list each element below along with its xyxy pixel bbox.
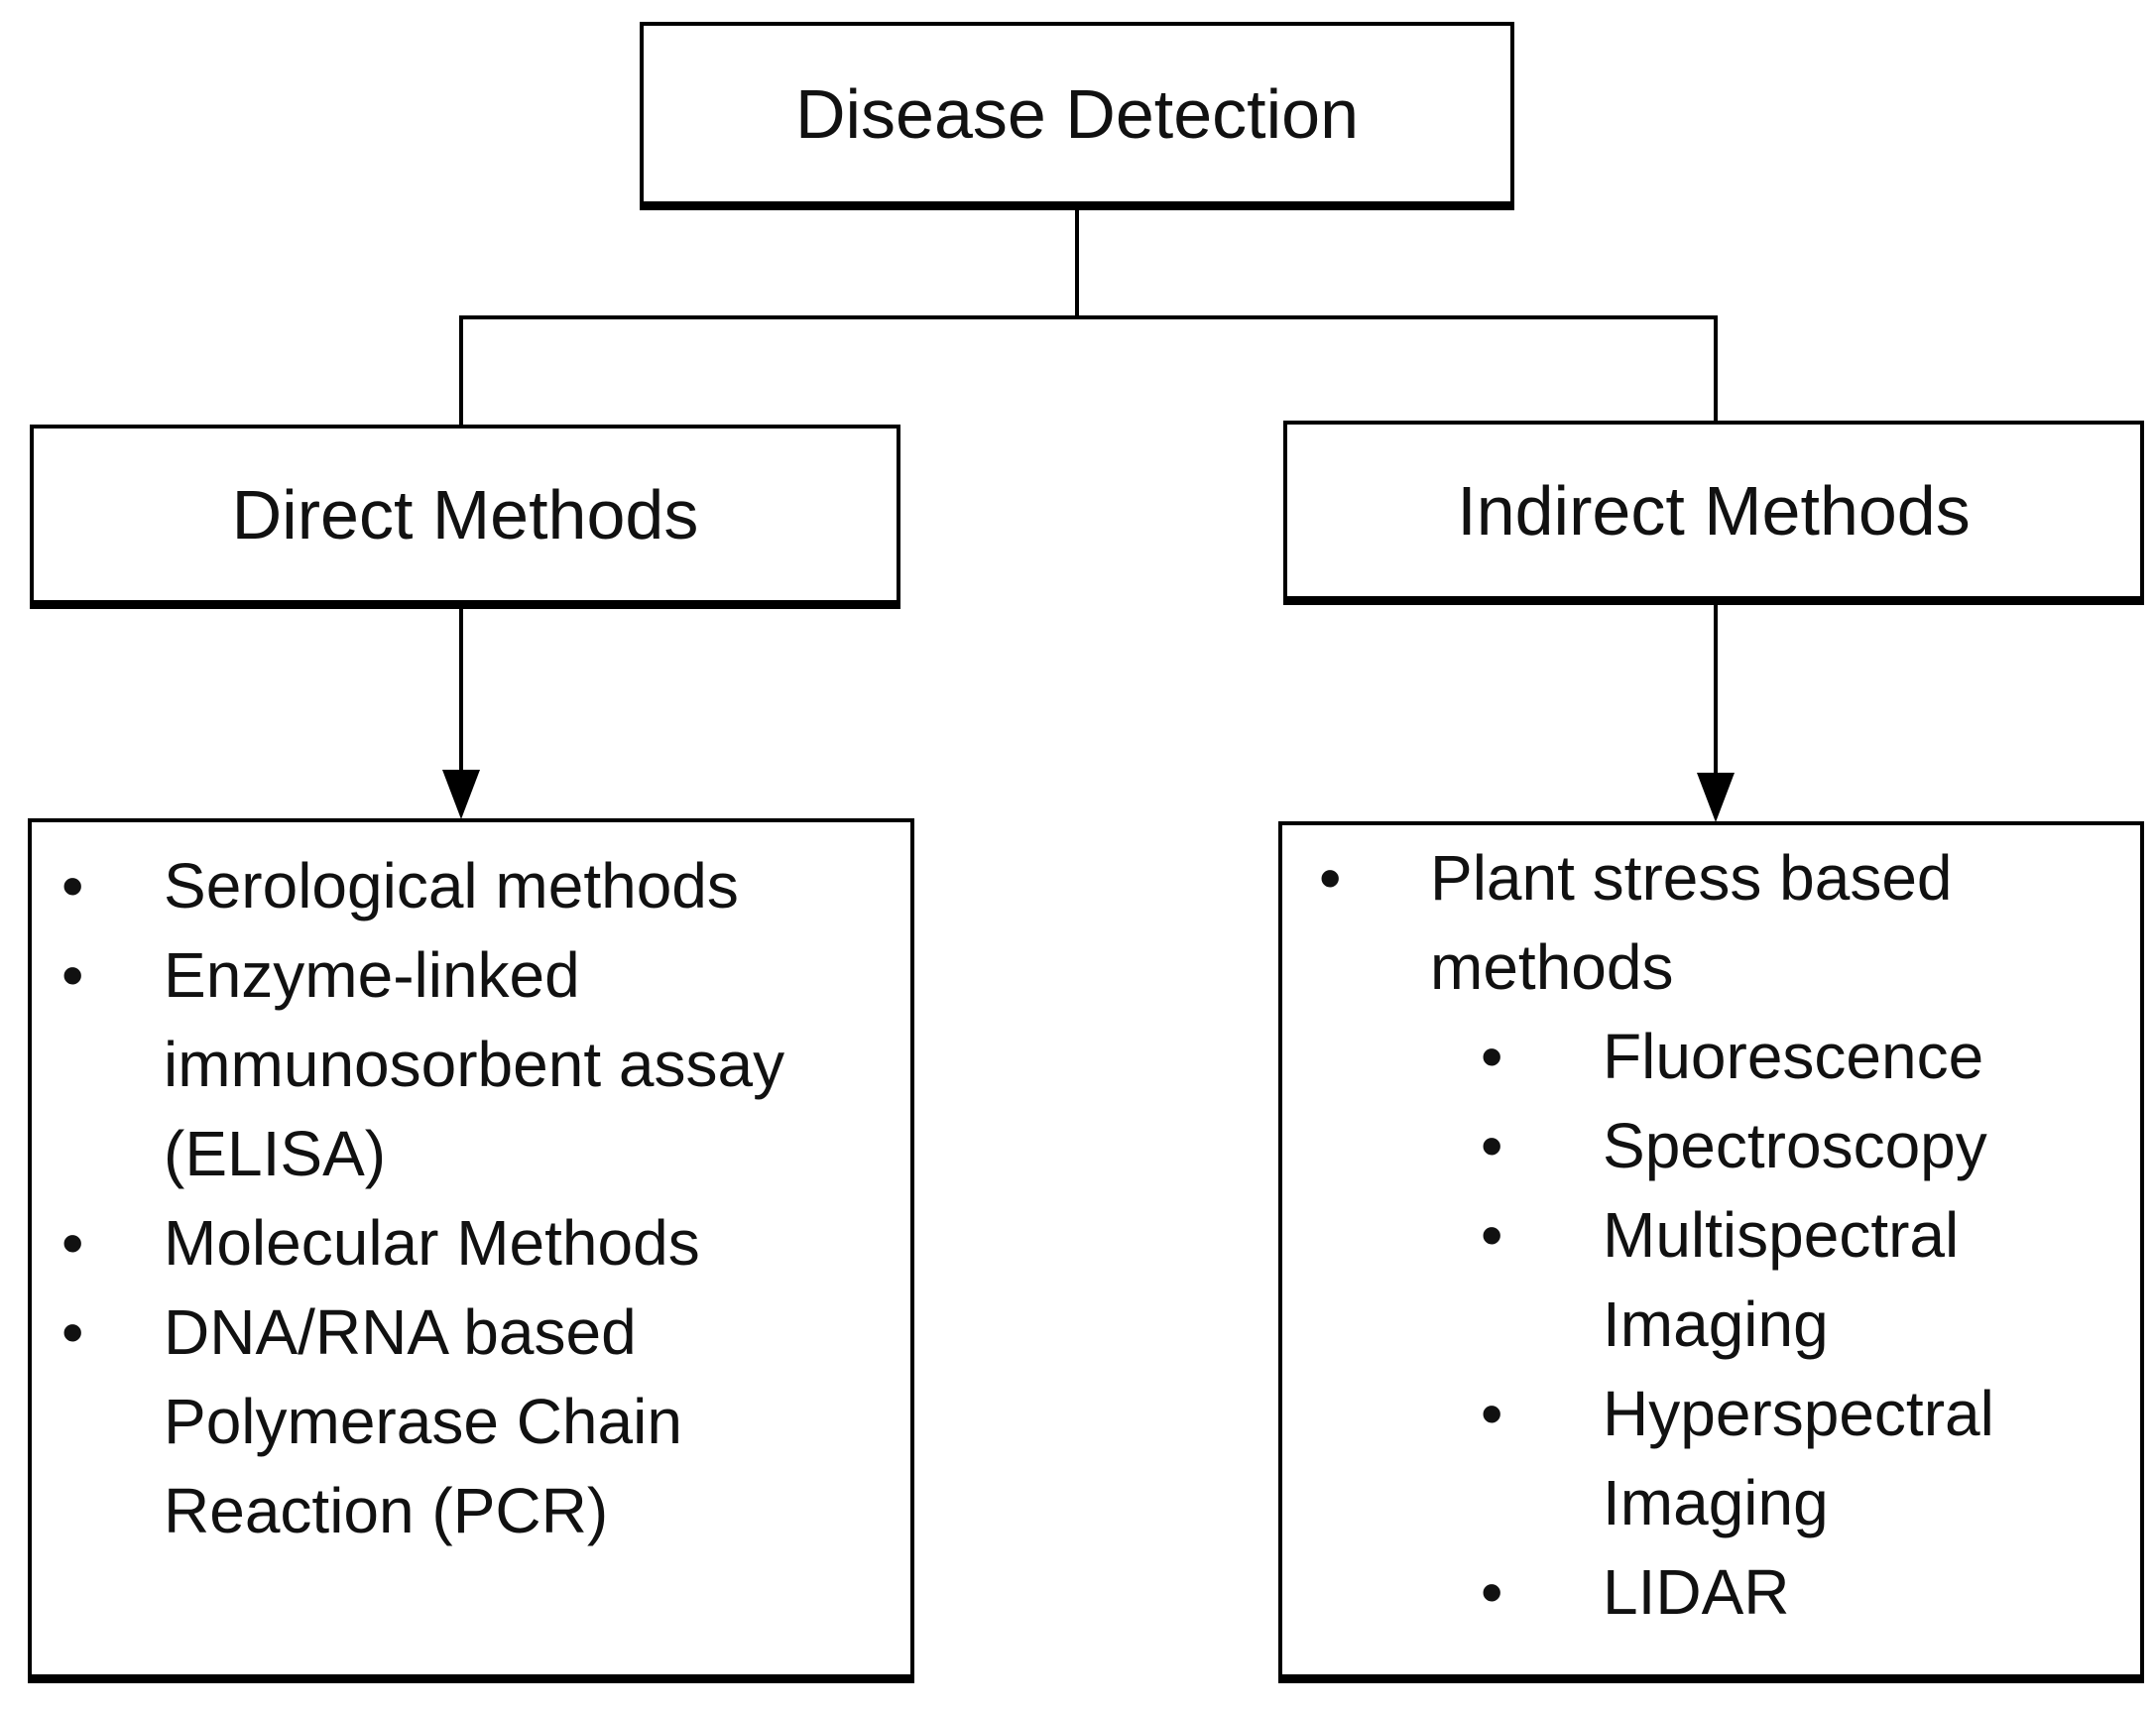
sub-list-item-text: Fluorescence (1603, 1021, 1984, 1092)
bullet-icon: • (1319, 842, 1342, 914)
direct-arrowhead-icon (442, 770, 480, 819)
sub-list-item-text: Multispectral Imaging (1603, 1199, 1960, 1360)
indirect-methods-node: Indirect Methods (1283, 421, 2144, 605)
sub-list-item-text: Spectroscopy (1603, 1110, 1987, 1181)
bullet-icon: • (1481, 1556, 1503, 1628)
sub-list-item-text: LIDAR (1603, 1556, 1790, 1628)
direct-methods-list-box: • Serological methods • Enzyme-linked im… (28, 818, 914, 1683)
list-item: • Serological methods (32, 841, 910, 930)
root-node-label: Disease Detection (794, 74, 1360, 153)
bullet-icon: • (1481, 1199, 1503, 1271)
bullet-icon: • (61, 1296, 84, 1368)
list-item: • Plant stress based methods (1282, 833, 2140, 1012)
sub-list-item: • Fluorescence (1282, 1012, 2140, 1101)
sub-list-item: • Spectroscopy (1282, 1101, 2140, 1190)
bullet-icon: • (61, 850, 84, 921)
direct-methods-node: Direct Methods (30, 425, 900, 609)
sub-list-item: • Hyperspectral Imaging (1282, 1369, 2140, 1547)
list-item-text: Enzyme-linked immunosorbent assay (ELISA… (164, 939, 785, 1189)
bullet-icon: • (1481, 1110, 1503, 1181)
bullet-icon: • (1481, 1021, 1503, 1092)
bullet-icon: • (1481, 1378, 1503, 1449)
list-item: • Enzyme-linked immunosorbent assay (ELI… (32, 930, 910, 1198)
list-item-text: Serological methods (164, 850, 739, 921)
sub-list-item: • Multispectral Imaging (1282, 1190, 2140, 1369)
indirect-methods-list-box: • Plant stress based methods • Fluoresce… (1278, 821, 2144, 1683)
list-item-text: Molecular Methods (164, 1207, 700, 1279)
list-item: • DNA/RNA based Polymerase Chain Reactio… (32, 1288, 910, 1555)
indirect-methods-label: Indirect Methods (1457, 471, 1971, 550)
list-item: • Molecular Methods (32, 1198, 910, 1288)
sub-list-item: • LIDAR (1282, 1547, 2140, 1637)
tree-connector-line (459, 208, 1718, 425)
bullet-icon: • (61, 939, 84, 1011)
root-node-disease-detection: Disease Detection (640, 22, 1514, 210)
bullet-icon: • (61, 1207, 84, 1279)
list-item-text: DNA/RNA based Polymerase Chain Reaction … (164, 1296, 682, 1546)
list-item-text: Plant stress based methods (1430, 842, 1953, 1003)
direct-methods-label: Direct Methods (231, 475, 699, 553)
indirect-arrowhead-icon (1697, 773, 1735, 822)
sub-list-item-text: Hyperspectral Imaging (1603, 1378, 1994, 1538)
